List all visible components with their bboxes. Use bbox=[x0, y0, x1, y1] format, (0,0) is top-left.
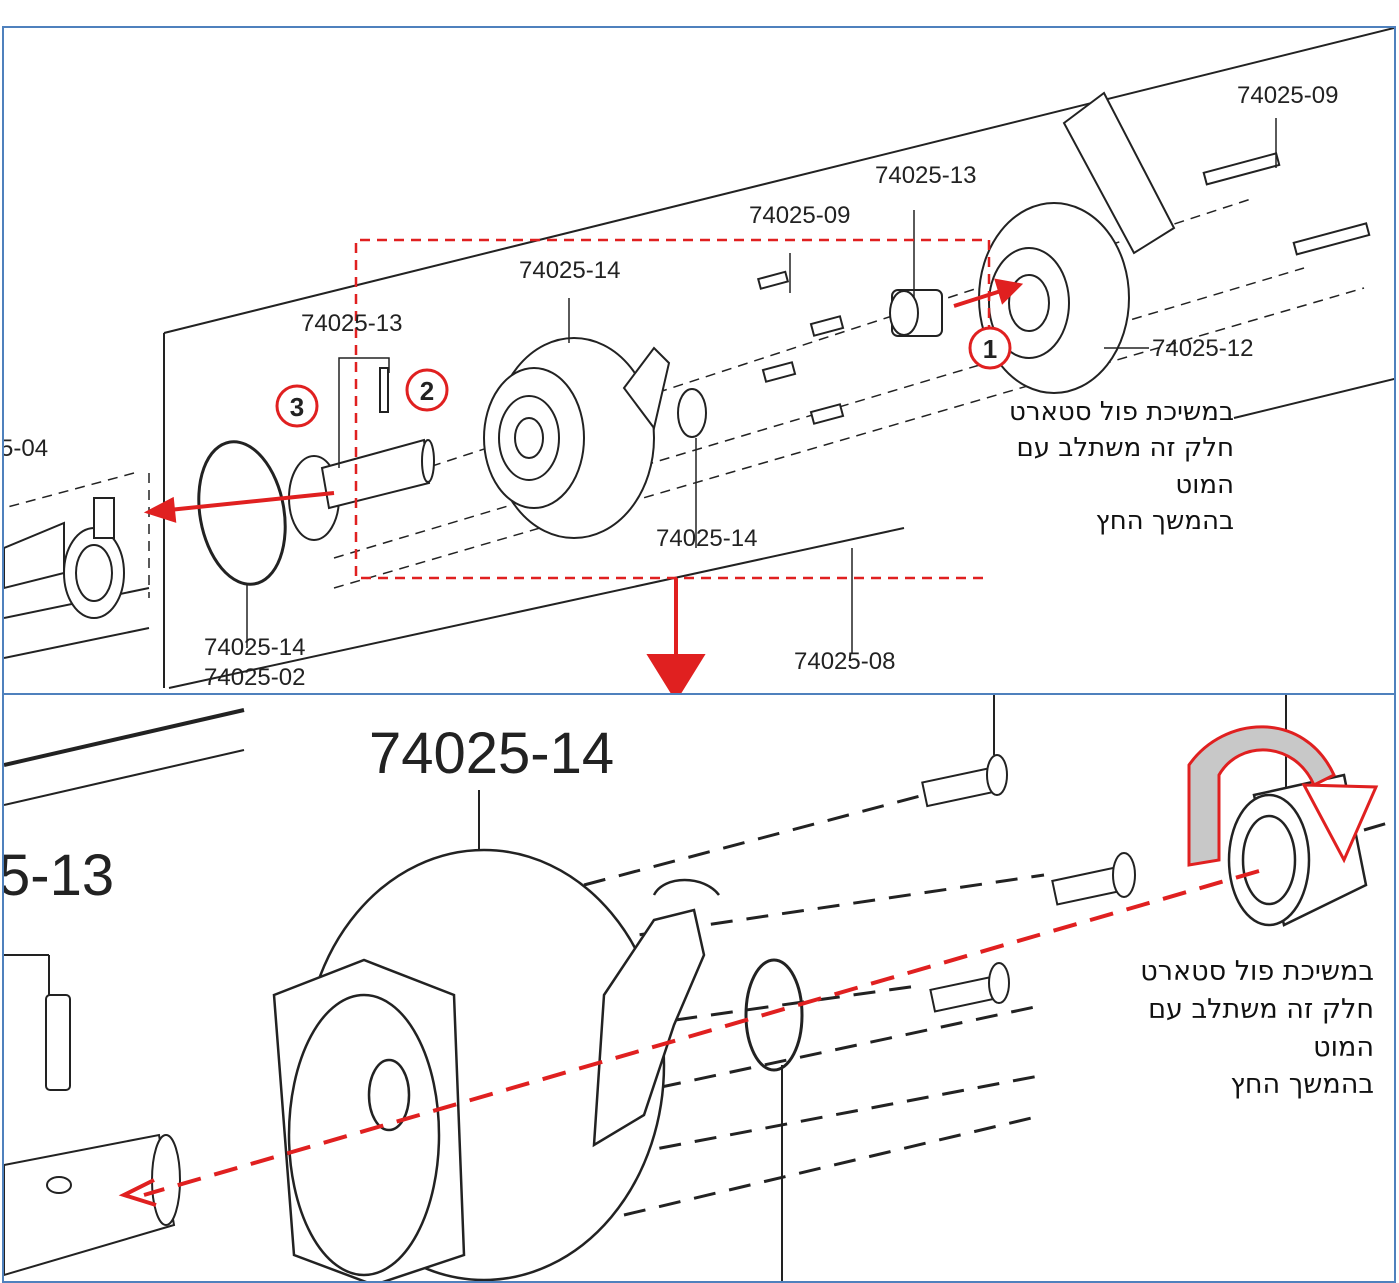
label-p02-ring: 74025-02 bbox=[204, 664, 305, 691]
label-p14-large: 74025-14 bbox=[369, 721, 614, 786]
top-exploded-diagram: 1 2 3 74025-09 74025-13 74025-09 74025-1… bbox=[4, 28, 1394, 694]
label-p14-ring: 74025-14 bbox=[204, 634, 305, 661]
clutch-housing-zoom bbox=[272, 848, 720, 1281]
label-p13-partial: 5-13 bbox=[4, 843, 114, 908]
clutch-housing bbox=[483, 337, 671, 539]
bottom-note-line-2: חלק זה משתלב עם bbox=[1148, 993, 1374, 1025]
step-marker-1: 1 bbox=[983, 334, 997, 364]
rod-zoom bbox=[4, 1133, 181, 1277]
screws-mid bbox=[756, 152, 1371, 425]
label-p09-top: 74025-09 bbox=[1237, 82, 1338, 109]
label-p12: 74025-12 bbox=[1152, 335, 1253, 362]
pin-zoom bbox=[45, 994, 71, 1091]
label-p04: 5-04 bbox=[4, 435, 48, 462]
bottom-zoomed-diagram: 74025-14 5-13 bbox=[4, 695, 1394, 1281]
label-p14-oring: 74025-14 bbox=[656, 525, 757, 552]
plane-edge-top bbox=[163, 28, 1394, 334]
label-p14-body: 74025-14 bbox=[519, 257, 620, 284]
shaft-part-left bbox=[4, 497, 125, 619]
red-dashed-arrow bbox=[143, 869, 1260, 1197]
plane-edge-bottom bbox=[168, 527, 905, 689]
step-marker-3: 3 bbox=[290, 392, 304, 422]
top-note-line-4: בהמשך החץ bbox=[1095, 506, 1234, 537]
bottom-note-line-1: במשיכת פול סטארט bbox=[1140, 956, 1374, 987]
top-note: במשיכת פול סטארט חלק זה משתלב עם המוט בה… bbox=[904, 394, 1234, 540]
o-ring-zoom bbox=[744, 958, 804, 1072]
large-o-ring bbox=[197, 440, 287, 586]
bushing-part bbox=[889, 289, 943, 337]
part-labels: 74025-09 74025-13 74025-09 74025-14 7402… bbox=[4, 82, 1338, 691]
label-p08: 74025-08 bbox=[794, 648, 895, 675]
step-markers: 1 2 3 bbox=[275, 326, 1012, 428]
label-p09-mid: 74025-09 bbox=[749, 202, 850, 229]
bottom-note-line-4: בהמשך החץ bbox=[1230, 1069, 1374, 1101]
bottom-note: במשיכת פול סטארט חלק זה משתלב עם המוט בה… bbox=[1034, 953, 1374, 1104]
small-o-ring bbox=[677, 388, 707, 438]
label-p13-right: 74025-13 bbox=[875, 162, 976, 189]
screws-zoom bbox=[921, 754, 1136, 1013]
pull-start-assembly bbox=[978, 91, 1176, 394]
step-marker-2: 2 bbox=[420, 376, 434, 406]
top-note-line-1: במשיכת פול סטארט bbox=[1008, 397, 1234, 427]
top-diagram-panel: 1 2 3 74025-09 74025-13 74025-09 74025-1… bbox=[2, 26, 1396, 696]
top-note-line-3: המוט bbox=[1175, 469, 1234, 500]
pin-part bbox=[379, 367, 389, 413]
bottom-zoom-panel: 74025-14 5-13 במשיכת פול סטארט חלק זה מש… bbox=[2, 693, 1396, 1283]
highlight-box bbox=[354, 238, 989, 580]
red-arrows bbox=[143, 278, 1024, 694]
bottom-note-line-3: המוט bbox=[1313, 1031, 1374, 1063]
top-note-line-2: חלק זה משתלב עם bbox=[1016, 433, 1235, 464]
label-p13-left: 74025-13 bbox=[301, 310, 402, 337]
rotation-arrow bbox=[1187, 725, 1379, 867]
